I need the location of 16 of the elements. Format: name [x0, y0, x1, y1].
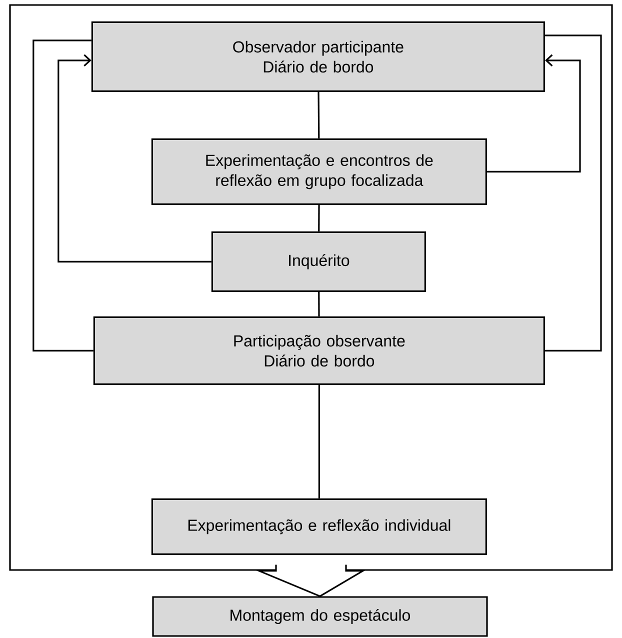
process-box: Montagem do espetáculo: [152, 596, 488, 637]
connector-line: [32, 40, 94, 352]
connector-line: [318, 92, 320, 138]
arrow: [58, 54, 212, 262]
process-box: Experimentação e reflexão individual: [151, 498, 487, 555]
connector-line: [318, 204, 320, 232]
process-box: Participação observante Diário de bordo: [93, 316, 545, 385]
process-box: Inquérito: [211, 231, 426, 292]
connector-line: [545, 34, 602, 352]
connector-line: [318, 385, 320, 498]
process-box: Observador participante Diário de bordo: [91, 21, 545, 92]
arrow: [487, 54, 581, 172]
hollow-arrow: [255, 564, 366, 598]
frame-box: [9, 4, 613, 571]
connector-line: [318, 292, 320, 316]
process-box: Experimentação e encontros de reflexão em grupo focalizada: [151, 138, 487, 205]
